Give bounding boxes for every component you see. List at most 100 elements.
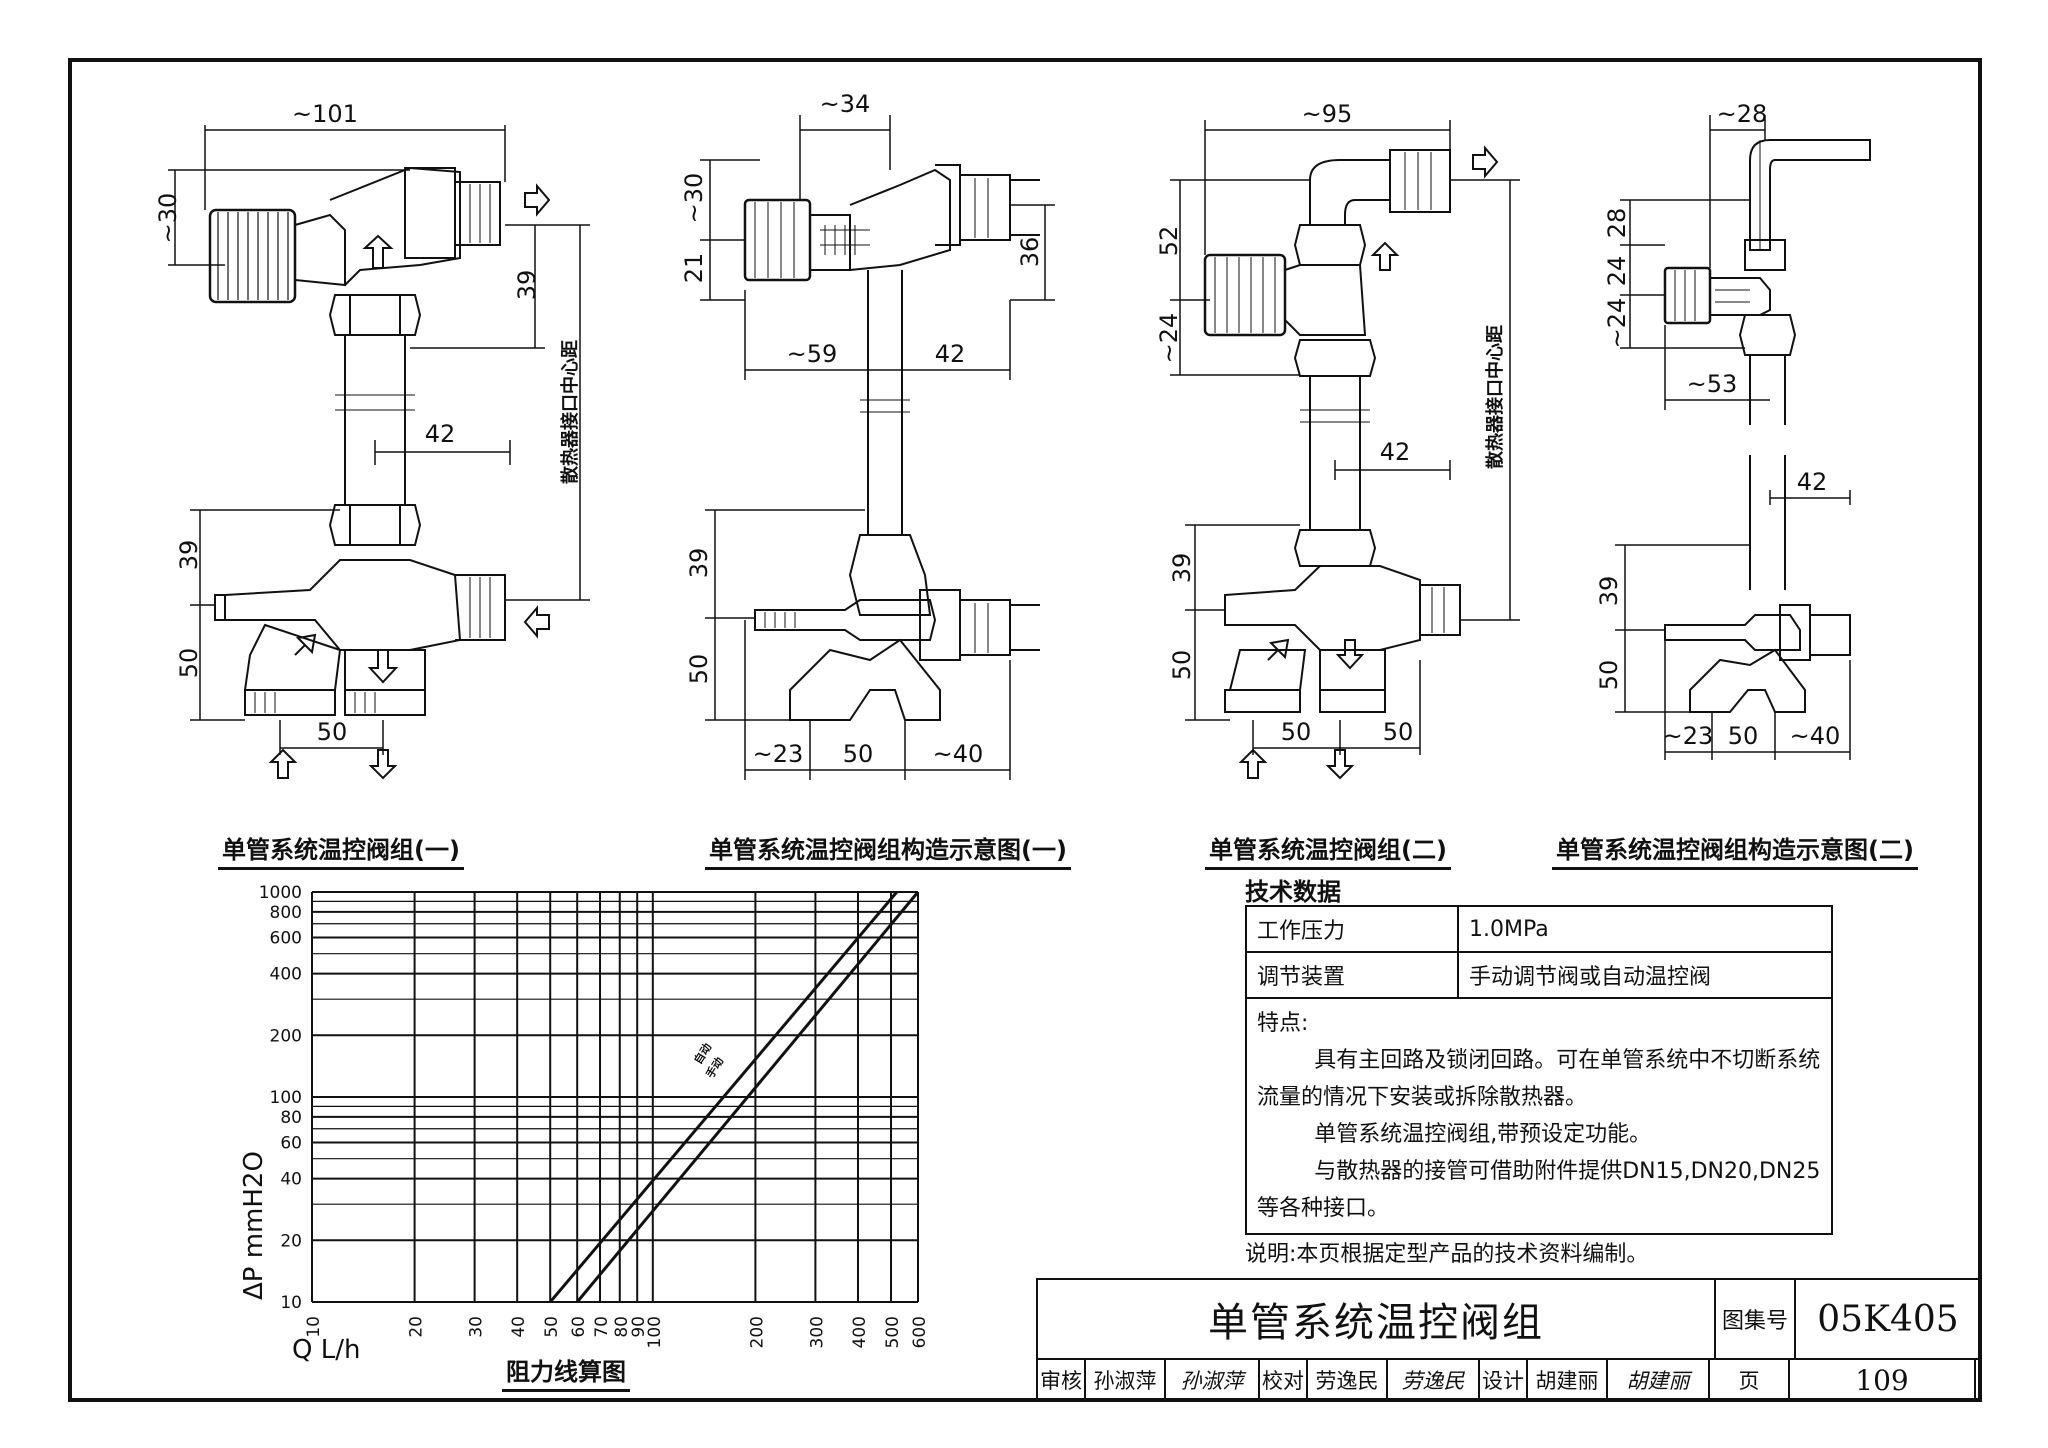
tech-data-table: 工作压力 1.0MPa 调节装置 手动调节阀或自动温控阀 特点: 具有主回路及锁… bbox=[1245, 905, 1833, 1235]
tech-row: 特点: 具有主回路及锁闭回路。可在单管系统中不切断系统流量的情况下安装或拆除散热… bbox=[1245, 997, 1833, 1235]
feature-text: 单管系统温控阀组,带预设定功能。 bbox=[1314, 1122, 1652, 1147]
atlas-number: 05K405 bbox=[1794, 1278, 1982, 1360]
review-label: 审核 bbox=[1036, 1358, 1086, 1402]
dim-fig3-left-50: 50 bbox=[1168, 650, 1196, 681]
dim-fig4-l50: 50 bbox=[1595, 660, 1623, 691]
tech-value: 1.0MPa bbox=[1457, 905, 1833, 953]
resistance-line bbox=[576, 891, 920, 1303]
dim-fig2-b40: ~40 bbox=[933, 740, 984, 768]
x-tick-label: 50 bbox=[542, 1316, 562, 1338]
dim-fig2-left-50: 50 bbox=[685, 654, 713, 685]
y-tick-label: 20 bbox=[280, 1231, 302, 1251]
x-tick-label: 70 bbox=[592, 1316, 612, 1338]
dim-fig3-left-52: 52 bbox=[1155, 226, 1183, 257]
drawing-title: 单管系统温控阀组 bbox=[1036, 1278, 1716, 1360]
x-axis-label: Q L/h bbox=[292, 1335, 360, 1365]
dim-fig4-b40: ~40 bbox=[1790, 722, 1841, 750]
x-tick-label: 90 bbox=[629, 1316, 649, 1338]
dim-fig4-w42: 42 bbox=[1797, 468, 1828, 496]
y-tick-label: 800 bbox=[270, 903, 302, 923]
y-tick-label: 200 bbox=[270, 1026, 302, 1046]
dim-fig1-center-distance-label: 散热器接口中心距 bbox=[559, 340, 581, 484]
dim-fig2-top: ~34 bbox=[820, 90, 871, 118]
x-tick-label: 60 bbox=[569, 1316, 589, 1338]
dim-fig1-right-39: 39 bbox=[513, 270, 541, 301]
dim-fig4-b23: ~23 bbox=[1663, 722, 1714, 750]
x-tick-label: 30 bbox=[467, 1316, 487, 1338]
dim-fig1-left-50: 50 bbox=[175, 648, 203, 679]
feature-text: 与散热器的接管可借助附件提供DN15,DN20,DN25等各种接口。 bbox=[1257, 1159, 1821, 1221]
dim-fig3-mid-42: 42 bbox=[1380, 438, 1411, 466]
tech-row: 调节装置 手动调节阀或自动温控阀 bbox=[1245, 951, 1833, 999]
x-tick-label: 100 bbox=[645, 1316, 665, 1348]
dim-fig4-w53: ~53 bbox=[1687, 370, 1738, 398]
y-tick-label: 100 bbox=[270, 1088, 302, 1108]
dim-fig1-left-39: 39 bbox=[175, 540, 203, 571]
dim-fig1-top-height: ~30 bbox=[154, 193, 182, 244]
caption-fig1: 单管系统温控阀组(一) bbox=[218, 830, 464, 870]
x-tick-label: 200 bbox=[747, 1316, 767, 1348]
tech-value: 手动调节阀或自动温控阀 bbox=[1457, 951, 1833, 999]
dim-fig3-left-39: 39 bbox=[1168, 553, 1196, 584]
features-title: 特点: bbox=[1257, 1011, 1309, 1036]
tech-key: 调节装置 bbox=[1245, 951, 1459, 999]
y-tick-label: 80 bbox=[280, 1108, 302, 1128]
dim-fig2-w59: ~59 bbox=[787, 340, 838, 368]
caption-fig2: 单管系统温控阀组构造示意图(一) bbox=[705, 830, 1071, 870]
resistance-line bbox=[549, 891, 898, 1303]
checker-name: 劳逸民 bbox=[1306, 1358, 1388, 1402]
valve-section-drawing-1: ~34 ~30 21 36 ~59 42 39 50 ~23 50 ~40 bbox=[680, 90, 1055, 780]
y-tick-label: 10 bbox=[280, 1293, 302, 1313]
dim-fig3-b50b: 50 bbox=[1383, 718, 1414, 746]
dim-fig1-top-width: ~101 bbox=[292, 100, 358, 128]
tech-data-title: 技术数据 bbox=[1245, 878, 1341, 906]
tech-key: 工作压力 bbox=[1245, 905, 1459, 953]
y-tick-label: 400 bbox=[270, 965, 302, 985]
dim-fig2-w42: 42 bbox=[935, 340, 966, 368]
dim-fig2-left-39: 39 bbox=[685, 548, 713, 579]
y-tick-label: 1000 bbox=[259, 883, 302, 903]
checker-signature: 劳逸民 bbox=[1386, 1358, 1480, 1402]
x-tick-label: 500 bbox=[883, 1316, 903, 1348]
caption-fig3: 单管系统温控阀组(二) bbox=[1205, 830, 1451, 870]
x-tick-label: 300 bbox=[807, 1316, 827, 1348]
reviewer-signature: 孙淑萍 bbox=[1164, 1358, 1260, 1402]
x-tick-label: 40 bbox=[509, 1316, 529, 1338]
dim-fig4-l39: 39 bbox=[1595, 576, 1623, 607]
page-label: 页 bbox=[1708, 1358, 1790, 1402]
dim-fig4-top: ~28 bbox=[1717, 100, 1768, 128]
feature-text: 具有主回路及锁闭回路。可在单管系统中不切断系统流量的情况下安装或拆除散热器。 bbox=[1257, 1048, 1821, 1110]
designer-signature: 胡建丽 bbox=[1606, 1358, 1710, 1402]
dim-fig2-b23: ~23 bbox=[753, 740, 804, 768]
dim-fig2-left-21: 21 bbox=[680, 253, 708, 284]
reviewer-name: 孙淑萍 bbox=[1084, 1358, 1166, 1402]
x-tick-label: 80 bbox=[612, 1316, 632, 1338]
signature-row: 审核 孙淑萍 孙淑萍 校对 劳逸民 劳逸民 设计 胡建丽 胡建丽 页 109 bbox=[1036, 1358, 1982, 1402]
dim-fig2-b50: 50 bbox=[843, 740, 874, 768]
dim-fig3-center-distance-label: 散热器接口中心距 bbox=[1484, 325, 1506, 469]
x-tick-label: 20 bbox=[407, 1316, 427, 1338]
caption-fig4: 单管系统温控阀组构造示意图(二) bbox=[1552, 830, 1918, 870]
note-text: 说明:本页根据定型产品的技术资料编制。 bbox=[1245, 1242, 1649, 1267]
check-label: 校对 bbox=[1258, 1358, 1308, 1402]
dim-fig3-top-width: ~95 bbox=[1302, 100, 1353, 128]
dim-fig3-b50a: 50 bbox=[1281, 718, 1312, 746]
dim-fig2-left-30: ~30 bbox=[680, 173, 708, 224]
y-tick-label: 40 bbox=[280, 1170, 302, 1190]
dim-fig4-l28: 28 bbox=[1603, 208, 1631, 239]
drawing-frame bbox=[68, 58, 1982, 1402]
y-axis-label: ΔP mmH2O bbox=[239, 1151, 269, 1300]
x-tick-label: 10 bbox=[304, 1316, 324, 1338]
x-tick-label: 600 bbox=[910, 1316, 930, 1348]
dim-fig4-l24: 24 bbox=[1603, 256, 1631, 287]
atlas-label: 图集号 bbox=[1714, 1278, 1796, 1360]
valve-drawing-1: ~101 ~30 39 42 39 50 50 散热器接口中心距 bbox=[154, 100, 590, 780]
dim-fig4-l24b: ~24 bbox=[1603, 298, 1631, 349]
dim-fig4-b50: 50 bbox=[1728, 722, 1759, 750]
title-block: 单管系统温控阀组 图集号 05K405 审核 孙淑萍 孙淑萍 校对 劳逸民 劳逸… bbox=[1036, 1278, 1982, 1402]
valve-section-drawing-2: ~28 28 24 ~24 ~53 42 39 50 ~23 50 ~40 bbox=[1595, 100, 1871, 760]
x-tick-label: 400 bbox=[850, 1316, 870, 1348]
designer-name: 胡建丽 bbox=[1526, 1358, 1608, 1402]
